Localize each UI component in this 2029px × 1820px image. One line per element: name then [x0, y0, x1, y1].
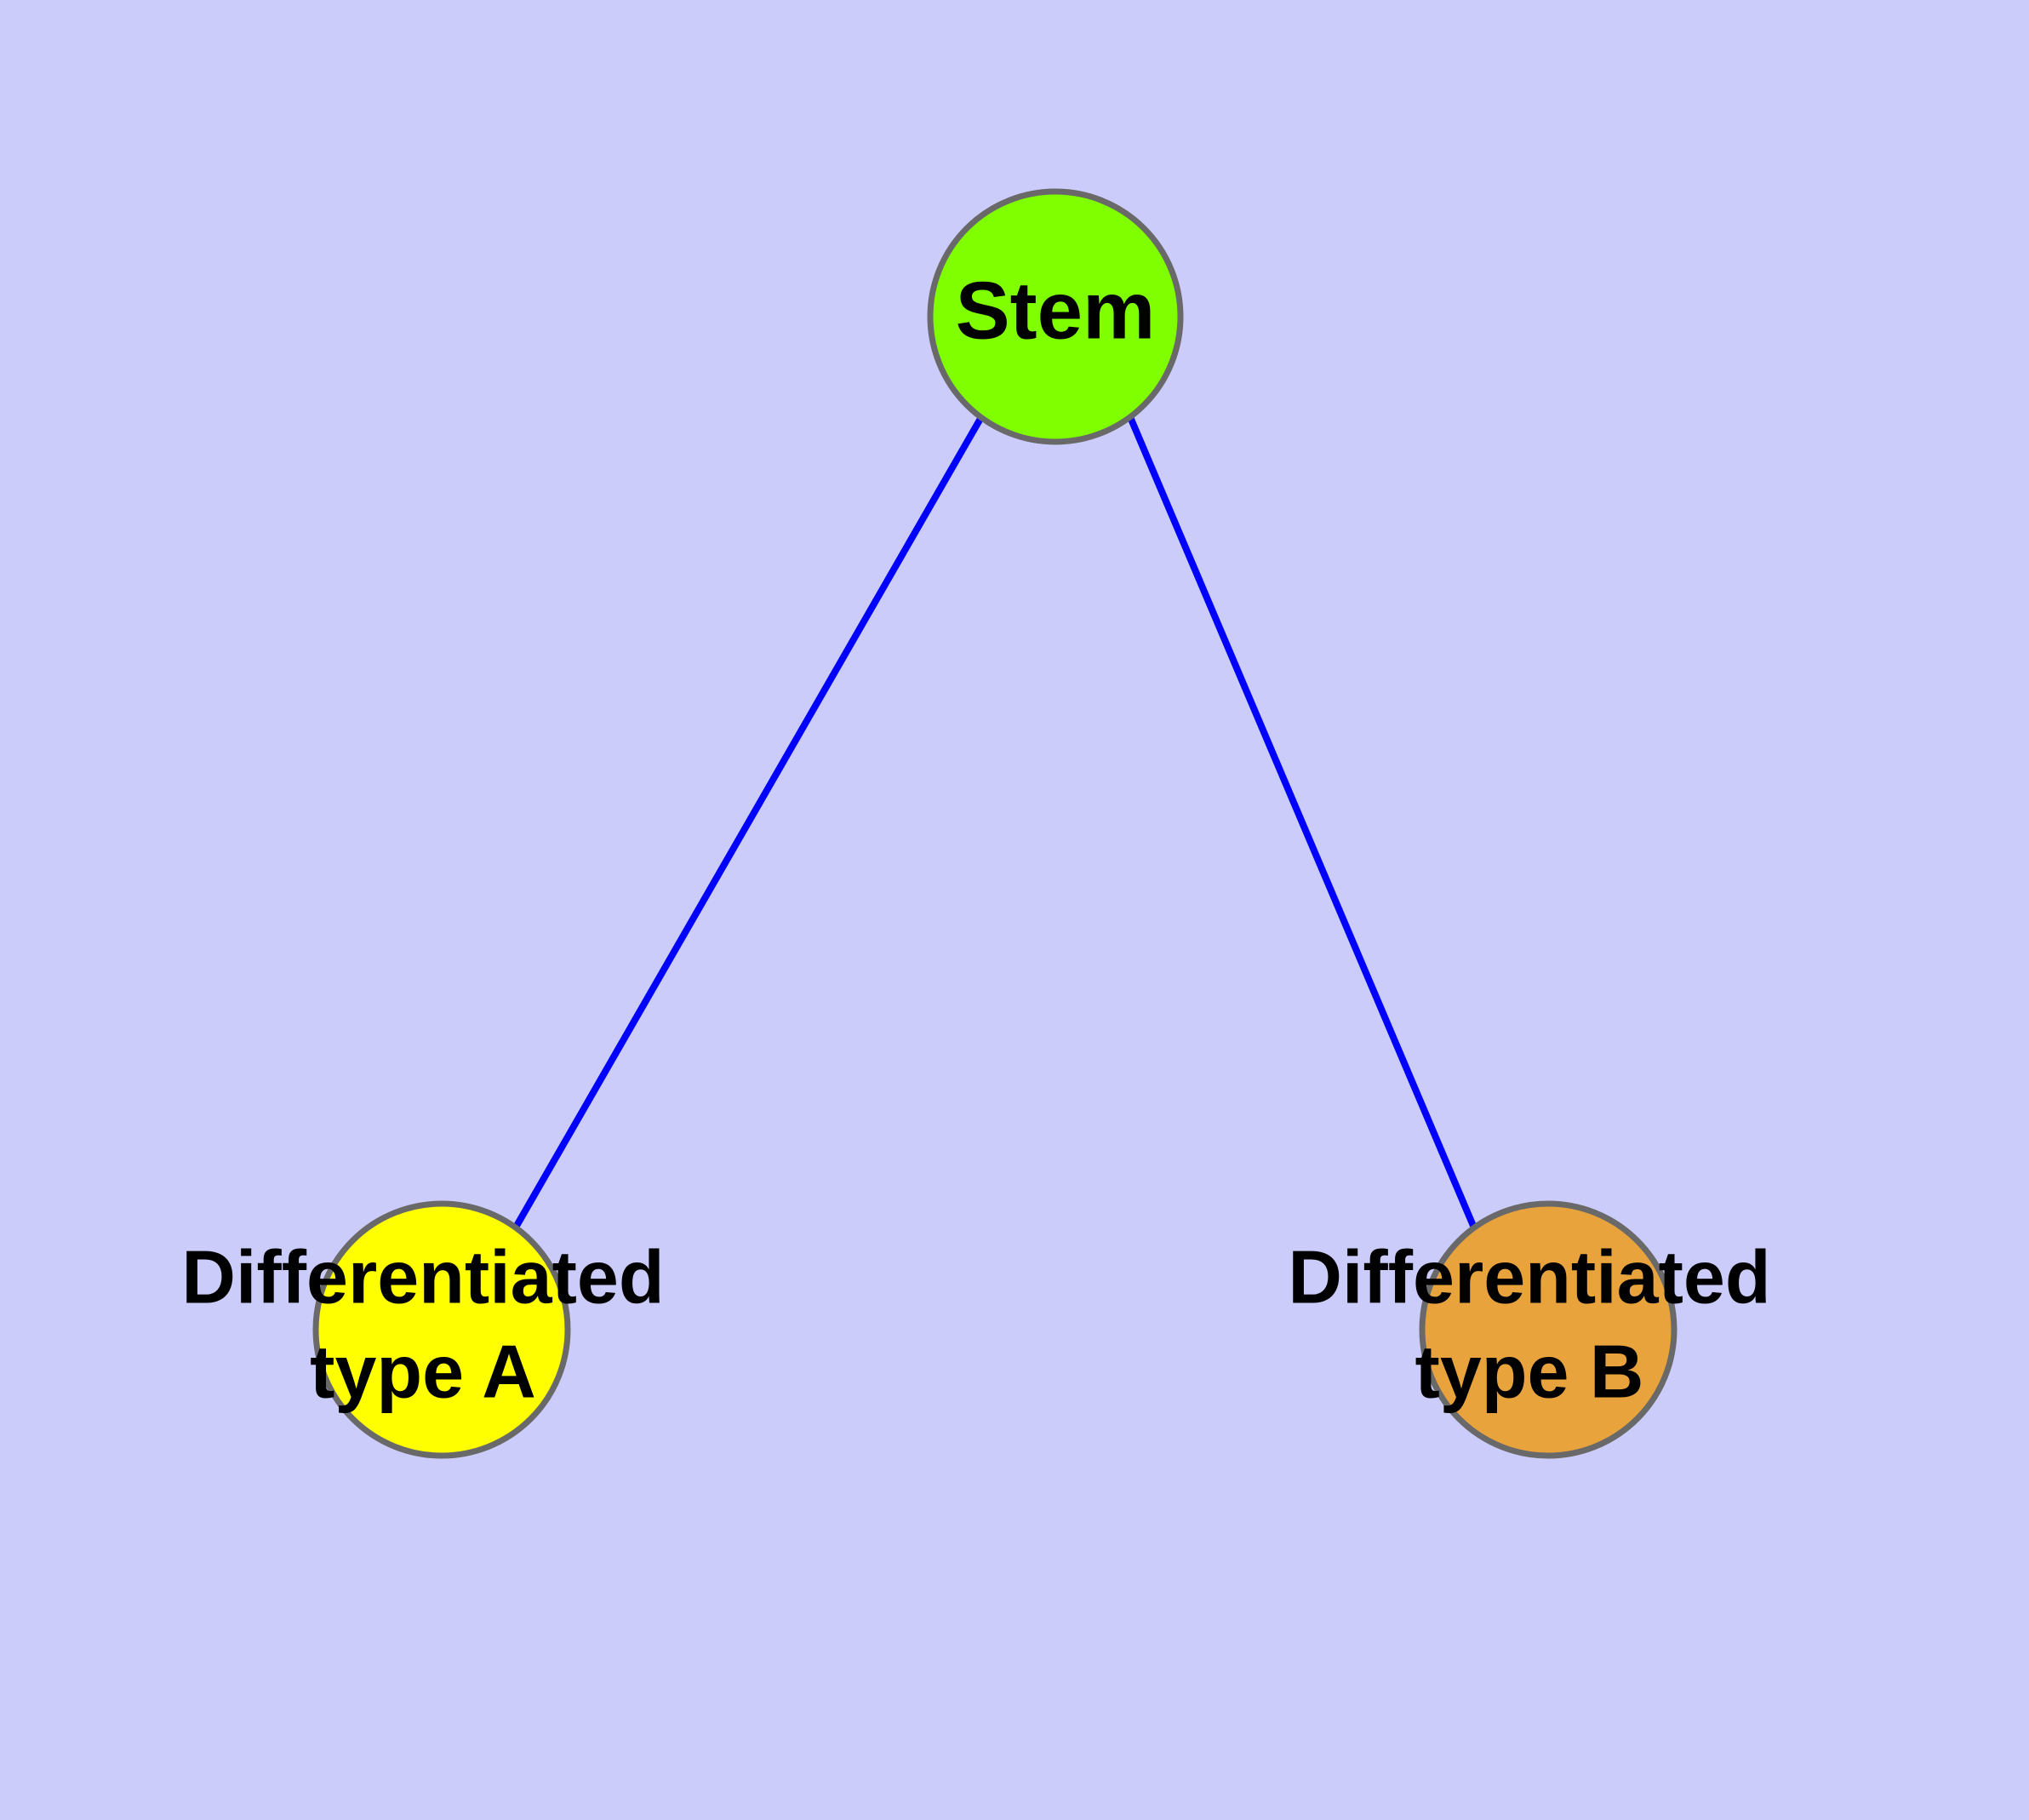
edge-layer	[513, 415, 1477, 1228]
node-differentiated-type-a[interactable]	[312, 1200, 571, 1459]
node-differentiated-type-b-label-line-2: type B	[1415, 1329, 1644, 1413]
node-differentiated-type-a-circle[interactable]	[312, 1200, 571, 1459]
node-stem-circle[interactable]	[927, 188, 1184, 445]
node-differentiated-type-a-label-line-2: type A	[310, 1329, 536, 1413]
edge-stem-to-differentiated-type-a[interactable]	[513, 415, 985, 1228]
node-differentiated-type-b-label-line-1: Differentiated	[1288, 1234, 1770, 1319]
node-stem[interactable]	[927, 188, 1184, 445]
node-layer	[312, 188, 1677, 1459]
label-layer: Stem Differentiated type A Differentiate…	[181, 265, 1770, 1413]
node-differentiated-type-b-circle[interactable]	[1419, 1200, 1677, 1459]
node-differentiated-type-b[interactable]	[1419, 1200, 1677, 1459]
node-stem-label: Stem	[956, 265, 1156, 356]
node-differentiated-type-a-label-line-1: Differentiated	[181, 1234, 664, 1319]
edge-stem-to-differentiated-type-b[interactable]	[1127, 415, 1477, 1228]
